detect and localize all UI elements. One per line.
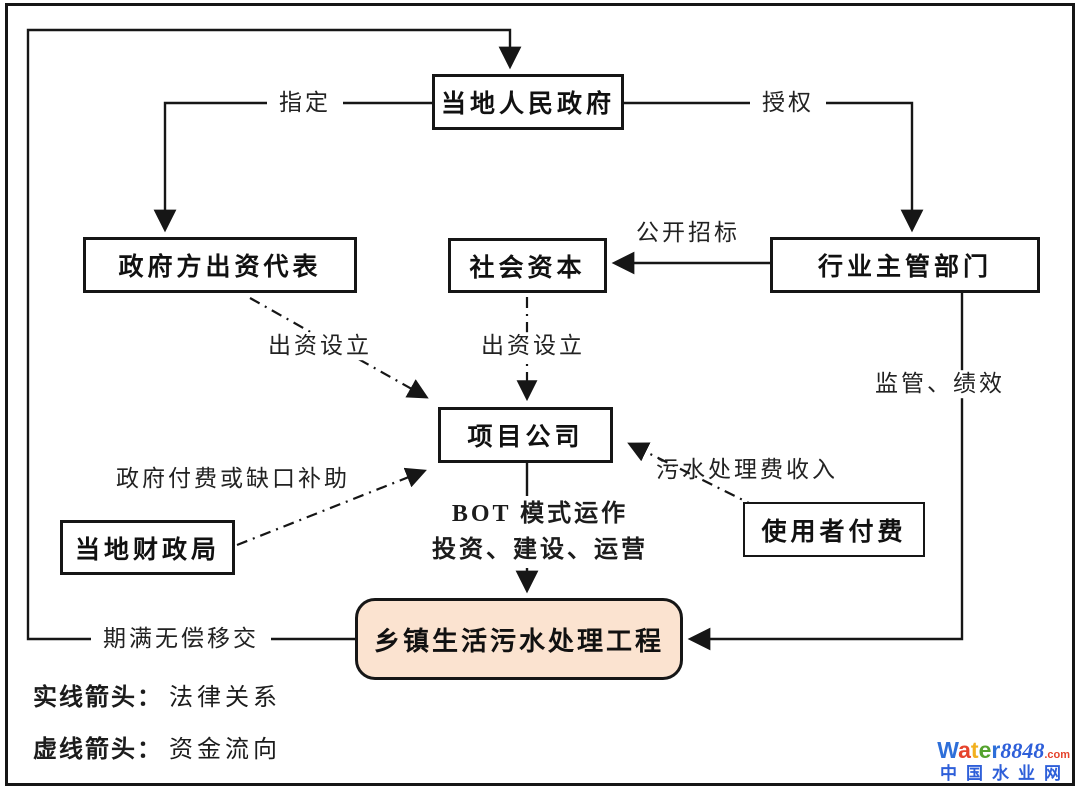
bot-caption-line2: 投资、建设、运营 xyxy=(432,537,648,563)
logo-brand-number: 8848 xyxy=(1000,738,1045,764)
edge-label-supervision-performance: 监管、绩效 xyxy=(863,370,1017,398)
legend-dashed-key: 虚线箭头： xyxy=(33,736,163,763)
legend-solid-value: 法律关系 xyxy=(169,685,281,711)
node-gov-investor-rep: 政府方出资代表 xyxy=(83,237,357,293)
arrow-sewage-fee-income xyxy=(627,442,758,508)
bot-caption-line1: BOT 模式运作 xyxy=(451,501,629,527)
arrow-designate xyxy=(153,101,432,233)
edge-label-invest-establish-right: 出资设立 xyxy=(469,332,597,360)
arrow-gov-pay-or-subsidy xyxy=(236,467,427,547)
node-user-pays: 使用者付费 xyxy=(743,502,925,557)
node-local-government: 当地人民政府 xyxy=(432,74,624,130)
logo-site-name: 中国水业网 xyxy=(940,764,1070,784)
bot-operation-caption: BOT 模式运作 投资、建设、运营 xyxy=(424,496,656,568)
legend-dashed-value: 资金流向 xyxy=(169,737,281,763)
edge-label-authorize: 授权 xyxy=(750,89,826,117)
legend-dashed-arrow: 虚线箭头：资金流向 xyxy=(33,729,281,764)
legend-solid-key: 实线箭头： xyxy=(33,684,163,711)
logo-brand-tld: .com xyxy=(1044,749,1070,762)
node-industry-authority: 行业主管部门 xyxy=(770,237,1040,293)
edge-label-transfer-on-expiry: 期满无偿移交 xyxy=(91,625,271,653)
edge-label-invest-establish-left: 出资设立 xyxy=(256,332,384,360)
outer-border xyxy=(5,3,1075,786)
node-social-capital: 社会资本 xyxy=(448,238,607,293)
logo-wordmark: Water8848.com xyxy=(937,738,1070,763)
arrow-supervision xyxy=(687,293,964,651)
arrow-authorize xyxy=(624,101,924,233)
node-sewage-project: 乡镇生活污水处理工程 xyxy=(355,598,683,680)
water8848-logo: Water8848.com 中国水业网 xyxy=(931,738,1070,783)
edge-label-public-bidding: 公开招标 xyxy=(636,220,740,246)
logo-brand-letters: Water xyxy=(937,737,1001,764)
edge-label-sewage-fee-income: 污水处理费收入 xyxy=(656,457,838,483)
legend-solid-arrow: 实线箭头：法律关系 xyxy=(33,677,281,712)
node-project-company: 项目公司 xyxy=(438,407,613,463)
edge-label-gov-pay-or-subsidy: 政府付费或缺口补助 xyxy=(116,466,350,492)
node-local-finance-bureau: 当地财政局 xyxy=(60,520,235,575)
edge-label-designate: 指定 xyxy=(267,89,343,117)
